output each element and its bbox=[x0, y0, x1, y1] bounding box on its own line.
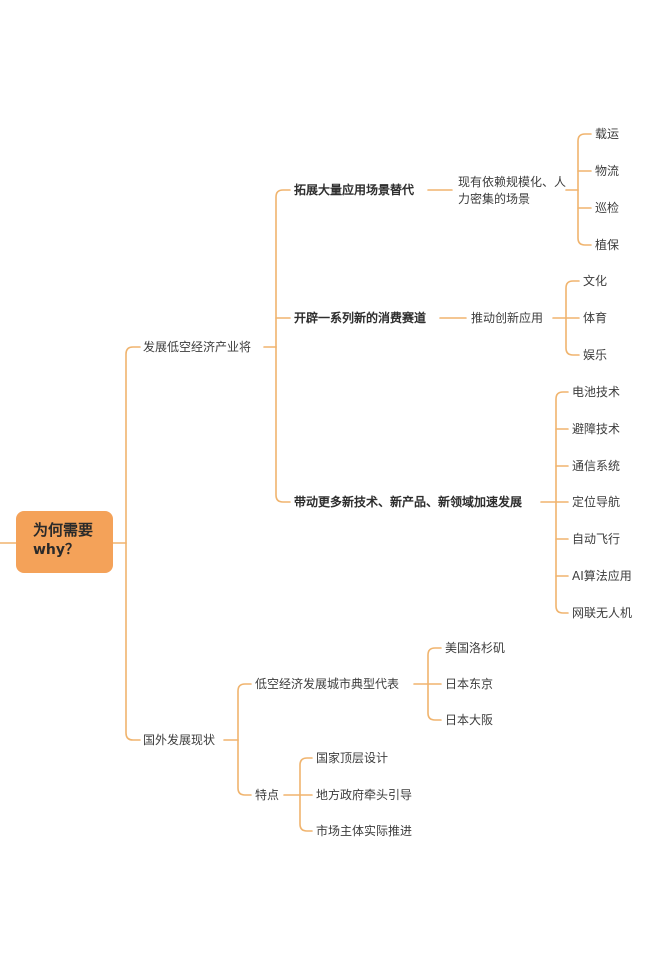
root-subtitle: why？ bbox=[33, 542, 80, 558]
a3-label[interactable]: 带动更多新技术、新产品、新领域加速发展 bbox=[294, 495, 523, 509]
a2-leaf[interactable]: 体育 bbox=[583, 311, 608, 325]
b2-label[interactable]: 特点 bbox=[255, 788, 280, 802]
b1-label[interactable]: 低空经济发展城市典型代表 bbox=[255, 677, 400, 691]
b2-leaf[interactable]: 地方政府牵头引导 bbox=[316, 788, 413, 802]
connector-line bbox=[237, 739, 252, 796]
connector-line bbox=[577, 133, 592, 191]
a3-leaf[interactable]: AI算法应用 bbox=[572, 569, 632, 583]
b1-leaf[interactable]: 日本大阪 bbox=[445, 713, 494, 727]
b2-leaf[interactable]: 国家顶层设计 bbox=[316, 751, 389, 765]
a2-middle[interactable]: 推动创新应用 bbox=[471, 311, 544, 325]
connector-line bbox=[577, 189, 592, 246]
root-node[interactable]: 为何需要 why？ bbox=[16, 511, 113, 573]
a3-leaf[interactable]: 通信系统 bbox=[572, 459, 621, 473]
connector-line bbox=[299, 794, 313, 832]
connector-line bbox=[125, 346, 141, 544]
branch-b-label[interactable]: 国外发展现状 bbox=[143, 733, 216, 747]
connector-line bbox=[275, 189, 291, 348]
a1-leaf[interactable]: 植保 bbox=[595, 238, 620, 252]
b1-leaf[interactable]: 日本东京 bbox=[445, 677, 494, 691]
connector-line bbox=[125, 542, 141, 741]
connector-line bbox=[299, 757, 313, 796]
a2-label[interactable]: 开辟一系列新的消费赛道 bbox=[294, 311, 427, 325]
a2-leaf[interactable]: 娱乐 bbox=[583, 348, 608, 362]
a2-leaf[interactable]: 文化 bbox=[583, 274, 608, 288]
connector-line bbox=[427, 683, 442, 721]
connector-line bbox=[565, 280, 580, 319]
root-title: 为何需要 bbox=[33, 521, 94, 539]
a3-leaf[interactable]: 避障技术 bbox=[572, 422, 621, 436]
a1-leaf[interactable]: 载运 bbox=[595, 127, 620, 141]
a1-leaf[interactable]: 巡检 bbox=[595, 201, 620, 215]
a3-leaf[interactable]: 自动飞行 bbox=[572, 532, 621, 546]
connector-line bbox=[565, 317, 580, 356]
connector-line bbox=[555, 391, 569, 503]
branch-a-label[interactable]: 发展低空经济产业将 bbox=[143, 340, 252, 354]
a3-leaf[interactable]: 定位导航 bbox=[572, 495, 621, 509]
connector-line bbox=[555, 501, 569, 614]
connector-line bbox=[275, 346, 291, 503]
a1-leaf[interactable]: 物流 bbox=[595, 164, 620, 178]
b1-leaf[interactable]: 美国洛杉矶 bbox=[445, 641, 506, 655]
a1-label[interactable]: 拓展大量应用场景替代 bbox=[294, 183, 415, 197]
a3-leaf[interactable]: 电池技术 bbox=[572, 385, 621, 399]
a1-middle[interactable]: 现有依赖规模化、人力密集的场景 bbox=[458, 175, 567, 206]
b2-leaf[interactable]: 市场主体实际推进 bbox=[316, 824, 413, 838]
a3-leaf[interactable]: 网联无人机 bbox=[572, 606, 633, 620]
connector-line bbox=[237, 683, 252, 741]
connector-line bbox=[427, 647, 442, 685]
